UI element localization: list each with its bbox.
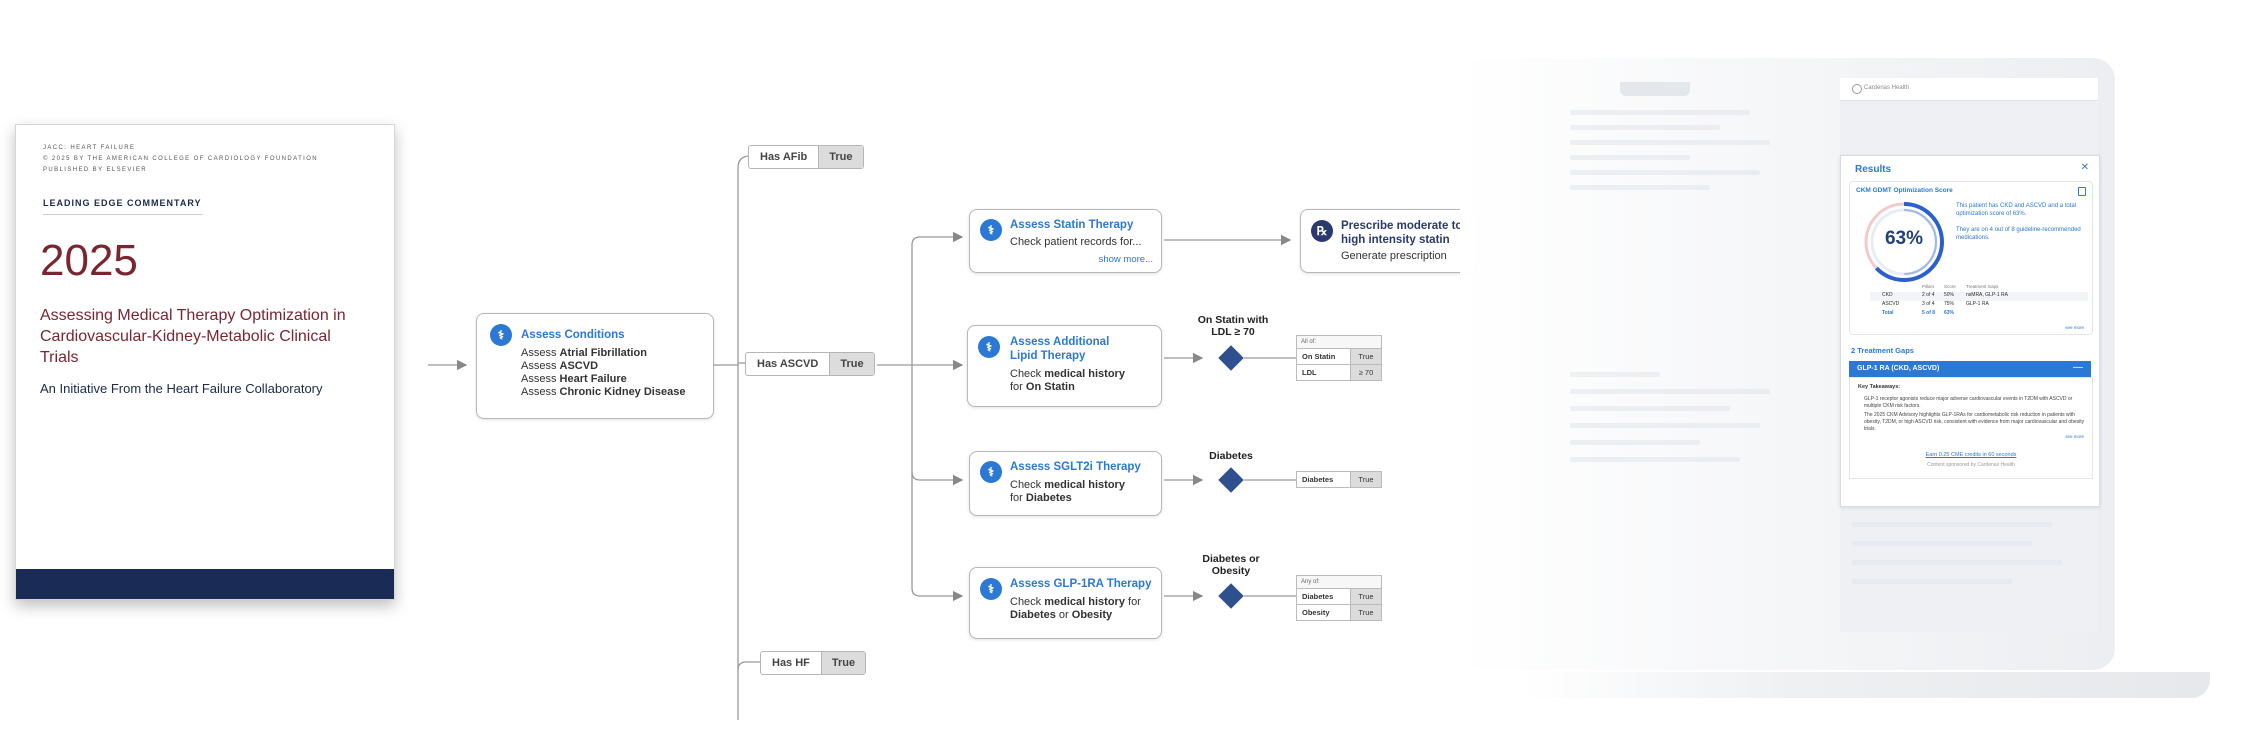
rx-icon: ℞: [1311, 220, 1333, 242]
ghost-content: [1570, 360, 1820, 560]
cover-footer-band: [16, 569, 394, 599]
cover-meta: JACC: HEART FAILURE © 2025 BY THE AMERIC…: [43, 145, 319, 173]
branch-has-hf[interactable]: Has HF True: [760, 651, 867, 675]
assess-line: Assess ASCVD: [521, 360, 599, 372]
sponsor-text: Content sponsored by Cardenas Health: [1927, 462, 2015, 468]
sglt2i-title: Assess SGLT2i Therapy: [1010, 461, 1141, 473]
cover-title: Assessing Medical Therapy Optimization i…: [40, 307, 346, 366]
score-card: CKM GDMT Optimization Score 63% This pat…: [1849, 181, 2093, 335]
results-panel: Results ✕ CKM GDMT Optimization Score 63…: [1840, 155, 2100, 507]
ghost-panel-rows: [1852, 508, 2082, 598]
show-more-link[interactable]: show more...: [1098, 254, 1153, 265]
takeaway-item: The 2025 CKM Advisory highlights GLP-1RA…: [1864, 412, 2085, 432]
cme-link[interactable]: Earn 0.25 CME credits in 60 seconds: [1925, 452, 2017, 458]
prescribe-title: Prescribe moderate to high intensity sta…: [1341, 220, 1463, 246]
score-desc-1: This patient has CKD and ASCVD and a tot…: [1956, 203, 2077, 217]
assess-sglt2i-node[interactable]: ⚕ Assess SGLT2i Therapy Check medical hi…: [969, 451, 1162, 516]
panel-header: Cardenas Health: [1840, 78, 2098, 101]
table-row: CKD 2 of 4 50% nsMRA, GLP-1 RA: [1870, 292, 2088, 301]
copy-icon[interactable]: [2078, 187, 2086, 196]
collapse-icon[interactable]: —: [2073, 362, 2083, 373]
assess-statin-node[interactable]: ⚕ Assess Statin Therapy Check patient re…: [969, 209, 1162, 273]
gap-item-body: Key Takeaways: GLP-1 receptor agonists r…: [1849, 377, 2093, 479]
cover-section-label: LEADING EDGE COMMENTARY: [43, 198, 202, 208]
laptop-base: [1520, 672, 2210, 698]
takeaways-heading: Key Takeaways:: [1858, 384, 1901, 390]
score-title: CKM GDMT Optimization Score: [1856, 187, 1953, 194]
cover-subtitle: An Initiative From the Heart Failure Col…: [40, 381, 323, 396]
assess-line: Assess Atrial Fibrillation: [521, 347, 647, 359]
gap-item-header[interactable]: GLP-1 RA (CKD, ASCVD) —: [1849, 361, 2091, 377]
table-row: Total 5 of 8 63%: [1882, 310, 1955, 316]
stethoscope-icon: ⚕: [978, 336, 1000, 358]
statin-title: Assess Statin Therapy: [1010, 219, 1134, 231]
see-more-link[interactable]: see more: [2065, 325, 2084, 330]
glp1ra-line: Check medical history for Diabetes or Ob…: [1010, 596, 1141, 621]
assess-conditions-list: Assess Atrial Fibrillation Assess ASCVD …: [521, 347, 685, 399]
assess-lipid-node[interactable]: ⚕ Assess Additional Lipid Therapy Check …: [967, 325, 1162, 407]
assess-line: Assess Chronic Kidney Disease: [521, 386, 686, 398]
statin-line: Check patient records for...: [1010, 236, 1142, 248]
assess-conditions-title: Assess Conditions: [521, 329, 625, 341]
see-more-link[interactable]: see more: [2065, 434, 2084, 439]
condition-row: LDL≥ 70: [1297, 364, 1381, 380]
sglt2i-line: Check medical history for Diabetes: [1010, 479, 1125, 504]
prescribe-statin-node[interactable]: ℞ Prescribe moderate to high intensity s…: [1300, 209, 1478, 273]
pillar-table-header: Pillars Score Treatment Gaps: [1922, 284, 1999, 289]
laptop-notch: [1620, 82, 1690, 96]
assess-conditions-node[interactable]: ⚕ Assess Conditions Assess Atrial Fibril…: [476, 313, 714, 419]
decision-label-diabetes-obesity: Diabetes or Obesity: [1202, 553, 1260, 577]
stethoscope-icon: ⚕: [980, 461, 1002, 483]
cover-divider: [43, 214, 203, 215]
score-ring: [1864, 202, 1944, 282]
stethoscope-icon: ⚕: [490, 324, 512, 346]
score-desc-2: They are on 4 out of 8 guideline-recomme…: [1956, 227, 2081, 241]
lipid-line: Check medical history for On Statin: [1010, 368, 1125, 393]
glp1ra-title: Assess GLP-1RA Therapy: [1010, 578, 1152, 590]
assess-glp1ra-node[interactable]: ⚕ Assess GLP-1RA Therapy Check medical h…: [969, 567, 1162, 639]
branch-has-ascvd[interactable]: Has ASCVD True: [745, 352, 875, 376]
table-row: ASCVD 3 of 4 75% GLP-1 RA: [1882, 301, 1989, 307]
takeaway-item: GLP-1 receptor agonists reduce major adv…: [1864, 396, 2073, 409]
brand-icon: [1852, 84, 1862, 94]
results-title: Results: [1855, 164, 1892, 175]
cover-year: 2025: [40, 236, 138, 285]
decision-label-statin-ldl: On Statin with LDL ≥ 70: [1197, 314, 1269, 338]
stethoscope-icon: ⚕: [980, 219, 1002, 241]
stethoscope-icon: ⚕: [980, 578, 1002, 600]
ghost-content: [1570, 100, 1820, 300]
treatment-gaps-heading: 2 Treatment Gaps: [1851, 346, 1914, 355]
score-value: 63%: [1884, 228, 1924, 249]
close-icon[interactable]: ✕: [2080, 162, 2089, 173]
branch-has-afib[interactable]: Has AFib True: [748, 145, 864, 169]
assess-line: Assess Heart Failure: [521, 373, 627, 385]
prescribe-line: Generate prescription: [1341, 250, 1447, 262]
lipid-title: Assess Additional Lipid Therapy: [1010, 336, 1110, 362]
journal-cover: JACC: HEART FAILURE © 2025 BY THE AMERIC…: [15, 124, 395, 600]
pillar-table: Pillars Score Treatment Gaps CKD 2 of 4 …: [1870, 284, 2088, 319]
decision-label-diabetes: Diabetes: [1209, 450, 1253, 462]
